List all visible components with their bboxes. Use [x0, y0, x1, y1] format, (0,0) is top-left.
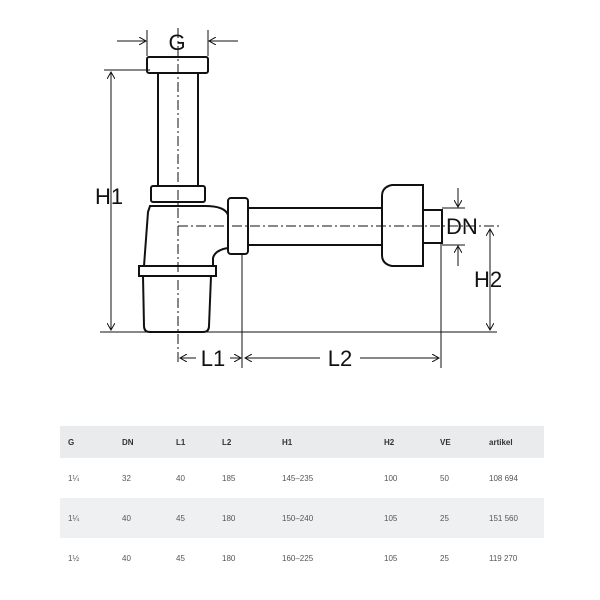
cell: 150–240	[274, 498, 376, 538]
cell: 25	[432, 498, 481, 538]
table-row: 1½ 40 45 180 160–225 105 25 119 270	[60, 538, 544, 578]
cell: 40	[114, 498, 168, 538]
col-g: G	[60, 426, 114, 458]
cell: 32	[122, 473, 131, 483]
cell: 100	[384, 473, 398, 483]
table-header: G DN L1 L2 H1 H2 VE artikel	[60, 426, 544, 458]
cell: 40	[122, 553, 131, 563]
cell: 160–225	[282, 553, 314, 563]
cell: 108 694	[489, 473, 518, 483]
cell: 105	[384, 553, 398, 563]
cell: 1¼	[68, 473, 80, 483]
col-l1: L1	[168, 426, 214, 458]
label-g: G	[168, 30, 185, 55]
cell: 185	[222, 473, 236, 483]
cell: 1½	[68, 553, 80, 563]
cell: 1¼	[60, 498, 114, 538]
bottle-trap-drawing: G H1 H2 DN L1 L2	[95, 28, 502, 371]
cell: 45	[176, 553, 185, 563]
label-dn: DN	[446, 214, 478, 239]
cell: 105	[376, 498, 432, 538]
cell: 40	[176, 473, 185, 483]
table-row: 1¼ 32 40 185 145–235 100 50 108 694	[60, 458, 544, 498]
cell: 50	[440, 473, 449, 483]
col-h2: H2	[376, 426, 432, 458]
cell: 45	[168, 498, 214, 538]
cell: 180	[214, 498, 274, 538]
cell: 180	[222, 553, 236, 563]
label-h2: H2	[474, 267, 502, 292]
dimensions-table: G DN L1 L2 H1 H2 VE artikel 1¼ 32 40 185 145…	[60, 426, 544, 578]
cell: 25	[440, 553, 449, 563]
label-l2: L2	[328, 346, 352, 371]
col-dn: DN	[114, 426, 168, 458]
col-l2: L2	[214, 426, 274, 458]
cell: 145–235	[282, 473, 314, 483]
label-h1: H1	[95, 184, 123, 209]
cell: 119 270	[489, 553, 518, 563]
col-h1: H1	[274, 426, 376, 458]
trap-body	[142, 205, 229, 267]
label-l1: L1	[201, 346, 225, 371]
cell: 151 560	[481, 498, 544, 538]
trap-cup	[141, 275, 213, 333]
col-ve: VE	[432, 426, 481, 458]
col-artikel: artikel	[481, 426, 544, 458]
